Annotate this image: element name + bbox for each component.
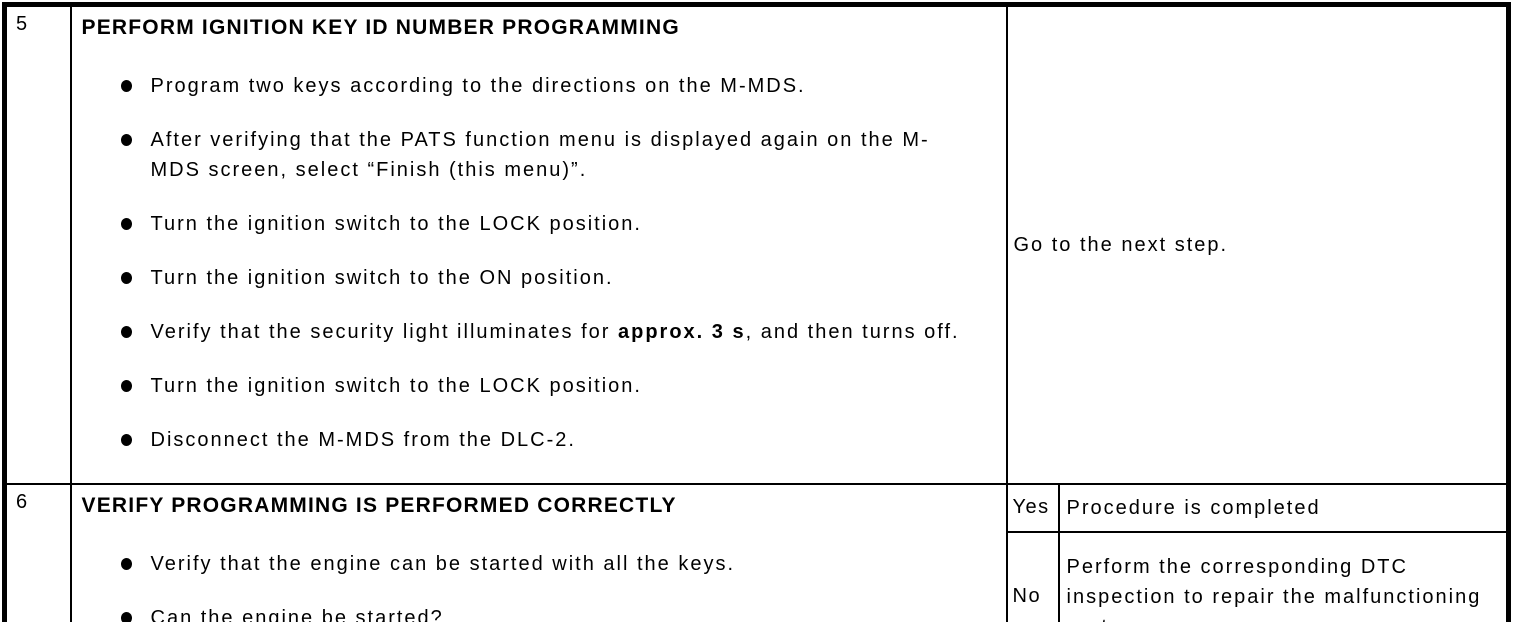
table-row-step-6-no: No Perform the corresponding DTC inspect… <box>5 530 1510 622</box>
list-item: Verify that the security light illuminat… <box>82 317 996 347</box>
bullet-text: Can the engine be started? <box>150 607 444 622</box>
list-item: Verify that the engine can be started wi… <box>82 549 996 579</box>
bullet-text: After verifying that the PATS function m… <box>150 129 930 181</box>
step-6-bullet-list: Verify that the engine can be started wi… <box>82 549 996 622</box>
list-item: After verifying that the PATS function m… <box>82 125 996 185</box>
answer-yes-cell: Yes <box>1005 483 1060 533</box>
bullet-text: Disconnect the M-MDS from the DLC-2. <box>150 429 576 451</box>
bullet-icon <box>120 612 132 622</box>
bullet-icon <box>120 558 132 570</box>
step-5-action-cell: Go to the next step. <box>1005 3 1510 485</box>
step-5-title: PERFORM IGNITION KEY ID NUMBER PROGRAMMI… <box>81 16 680 39</box>
step-5-description-cell: PERFORM IGNITION KEY ID NUMBER PROGRAMMI… <box>69 3 1008 485</box>
list-item: Turn the ignition switch to the ON posit… <box>82 263 996 293</box>
step-number-6: 6 <box>3 483 72 622</box>
bullet-icon <box>120 434 132 446</box>
bullet-icon <box>120 272 132 284</box>
result-yes-cell: Procedure is completed <box>1057 483 1510 533</box>
result-no-cell: Perform the corresponding DTC inspection… <box>1057 530 1510 622</box>
step-6-title: VERIFY PROGRAMMING IS PERFORMED CORRECTL… <box>81 494 677 517</box>
bullet-text: Program two keys according to the direct… <box>150 75 806 97</box>
bullet-icon <box>120 326 132 338</box>
list-item: Disconnect the M-MDS from the DLC-2. <box>82 425 996 455</box>
bullet-text-bold: approx. 3 s <box>618 321 746 343</box>
step-5-bullet-list: Program two keys according to the direct… <box>82 71 996 455</box>
bullet-icon <box>120 218 132 230</box>
step-number-5: 5 <box>3 3 72 485</box>
list-item: Turn the ignition switch to the LOCK pos… <box>82 209 996 239</box>
list-item: Can the engine be started? <box>82 603 996 622</box>
bullet-text-pre: Verify that the security light illuminat… <box>150 321 618 343</box>
bullet-icon <box>120 380 132 392</box>
bullet-text: Verify that the engine can be started wi… <box>150 553 735 575</box>
bullet-icon <box>120 80 132 92</box>
table-row-step-6-yes: 6 VERIFY PROGRAMMING IS PERFORMED CORREC… <box>3 483 1510 622</box>
step-6-description-cell: VERIFY PROGRAMMING IS PERFORMED CORRECTL… <box>69 483 1008 622</box>
bullet-text: Turn the ignition switch to the LOCK pos… <box>150 213 642 235</box>
bullet-text: Turn the ignition switch to the LOCK pos… <box>150 375 642 397</box>
bullet-text-post: , and then turns off. <box>745 321 960 343</box>
bullet-text: Turn the ignition switch to the ON posit… <box>150 267 614 289</box>
list-item: Turn the ignition switch to the LOCK pos… <box>82 371 996 401</box>
result-yes-text: Procedure is completed <box>1066 496 1321 519</box>
bullet-text: Verify that the security light illuminat… <box>151 317 960 347</box>
result-no-text: Perform the corresponding DTC inspection… <box>1066 555 1482 622</box>
table-row-step-5: 5 PERFORM IGNITION KEY ID NUMBER PROGRAM… <box>3 3 1510 485</box>
bullet-icon <box>120 134 132 146</box>
list-item: Program two keys according to the direct… <box>82 71 996 101</box>
answer-no-cell: No <box>1005 530 1060 622</box>
